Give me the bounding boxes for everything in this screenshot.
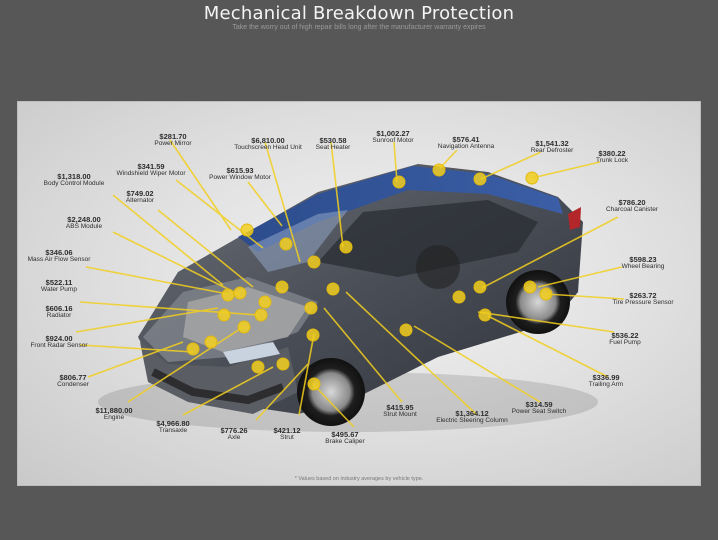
page-subtitle: Take the worry out of high repair bills … (232, 24, 486, 31)
car-illustration (75, 139, 625, 432)
footnote: * Values based on industry averages by v… (294, 476, 424, 482)
page-title: Mechanical Breakdown Protection (203, 3, 515, 24)
